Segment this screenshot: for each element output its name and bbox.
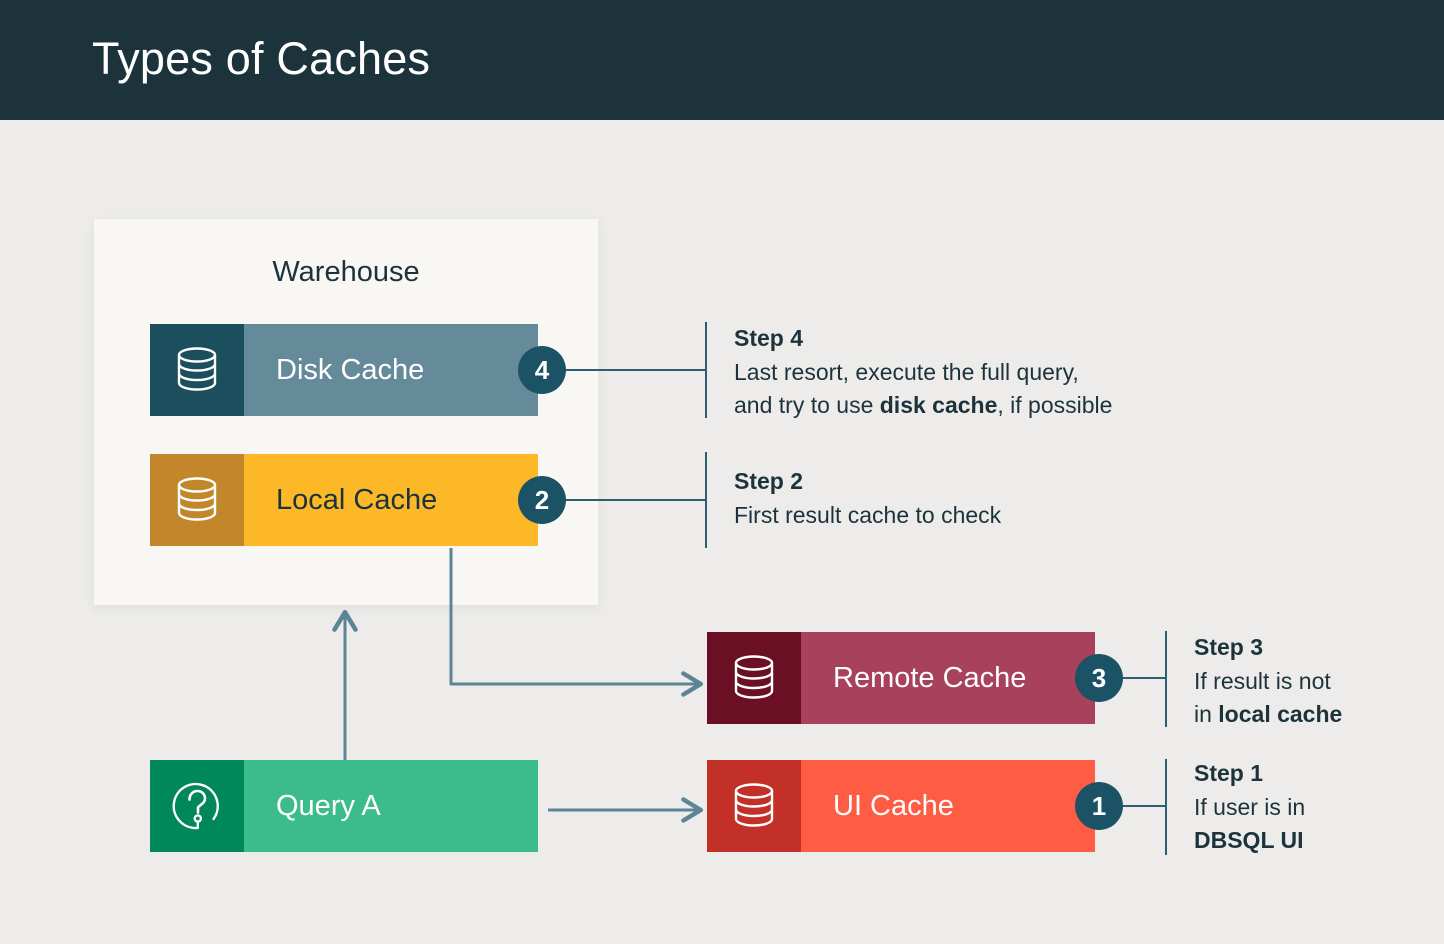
step-desc-prefix: and try to use xyxy=(734,392,880,419)
step-badge-3[interactable]: 3 xyxy=(1075,654,1123,702)
step-block-4: Step 4 Last resort, execute the full que… xyxy=(734,325,1234,423)
node-label: Local Cache xyxy=(276,483,438,516)
leader-line-step-1 xyxy=(1123,805,1166,807)
tick-bar-step-4 xyxy=(705,322,707,418)
node-body: Remote Cache xyxy=(801,632,1095,724)
database-icon xyxy=(707,632,801,724)
node-label: Remote Cache xyxy=(833,661,1027,694)
step-title: Step 3 xyxy=(1194,634,1264,660)
node-body: UI Cache xyxy=(801,760,1095,852)
step-desc-line1: Last resort, execute the full query, xyxy=(734,359,1079,385)
step-title: Step 2 xyxy=(734,468,804,494)
node-remote-cache[interactable]: Remote Cache xyxy=(707,632,1095,724)
step-desc-emphasis: local cache xyxy=(1218,701,1343,728)
tick-bar-step-2 xyxy=(705,452,707,548)
node-label: Query A xyxy=(276,789,381,822)
leader-line-step-2 xyxy=(566,499,706,501)
database-icon xyxy=(707,760,801,852)
step-desc-line1: If user is in xyxy=(1194,794,1306,820)
step-desc-line1: First result cache to check xyxy=(734,502,1002,528)
node-local-cache[interactable]: Local Cache xyxy=(150,454,538,546)
node-body: Local Cache xyxy=(244,454,538,546)
warehouse-label: Warehouse xyxy=(272,256,420,288)
step-desc-emphasis: disk cache xyxy=(879,392,998,419)
step-badge-4[interactable]: 4 xyxy=(518,346,566,394)
leader-line-step-4 xyxy=(566,369,706,371)
node-body: Query A xyxy=(244,760,538,852)
tick-bar-step-3 xyxy=(1165,631,1167,727)
step-block-2: Step 2 First result cache to check xyxy=(734,468,1234,532)
leader-line-step-3 xyxy=(1123,677,1166,679)
step-description: If result is not in local cache xyxy=(1194,665,1434,732)
step-block-1: Step 1 If user is in DBSQL UI xyxy=(1194,760,1434,858)
step-badge-2[interactable]: 2 xyxy=(518,476,566,524)
step-desc-suffix: , if possible xyxy=(997,392,1113,419)
step-block-3: Step 3 If result is not in local cache xyxy=(1194,634,1434,732)
header-bar xyxy=(0,0,1444,120)
step-description: Last resort, execute the full query, and… xyxy=(734,356,1234,423)
step-badge-1[interactable]: 1 xyxy=(1075,782,1123,830)
database-icon xyxy=(150,324,244,416)
node-ui-cache[interactable]: UI Cache xyxy=(707,760,1095,852)
step-title: Step 4 xyxy=(734,325,804,351)
step-description: First result cache to check xyxy=(734,499,1234,532)
diagram-canvas: Warehouse xyxy=(0,120,1444,944)
step-desc-emphasis: DBSQL UI xyxy=(1194,827,1304,854)
step-desc-prefix: in xyxy=(1194,701,1219,728)
node-disk-cache[interactable]: Disk Cache xyxy=(150,324,538,416)
database-icon xyxy=(150,454,244,546)
node-body: Disk Cache xyxy=(244,324,538,416)
node-label: Disk Cache xyxy=(276,353,425,386)
page-title: Types of Caches xyxy=(92,33,431,84)
node-label: UI Cache xyxy=(833,789,954,822)
question-mark-circle-icon xyxy=(150,760,244,852)
step-title: Step 1 xyxy=(1194,760,1264,786)
node-query-a[interactable]: Query A xyxy=(150,760,538,852)
step-desc-line1: If result is not xyxy=(1194,668,1331,694)
step-description: If user is in DBSQL UI xyxy=(1194,791,1434,858)
tick-bar-step-1 xyxy=(1165,759,1167,855)
